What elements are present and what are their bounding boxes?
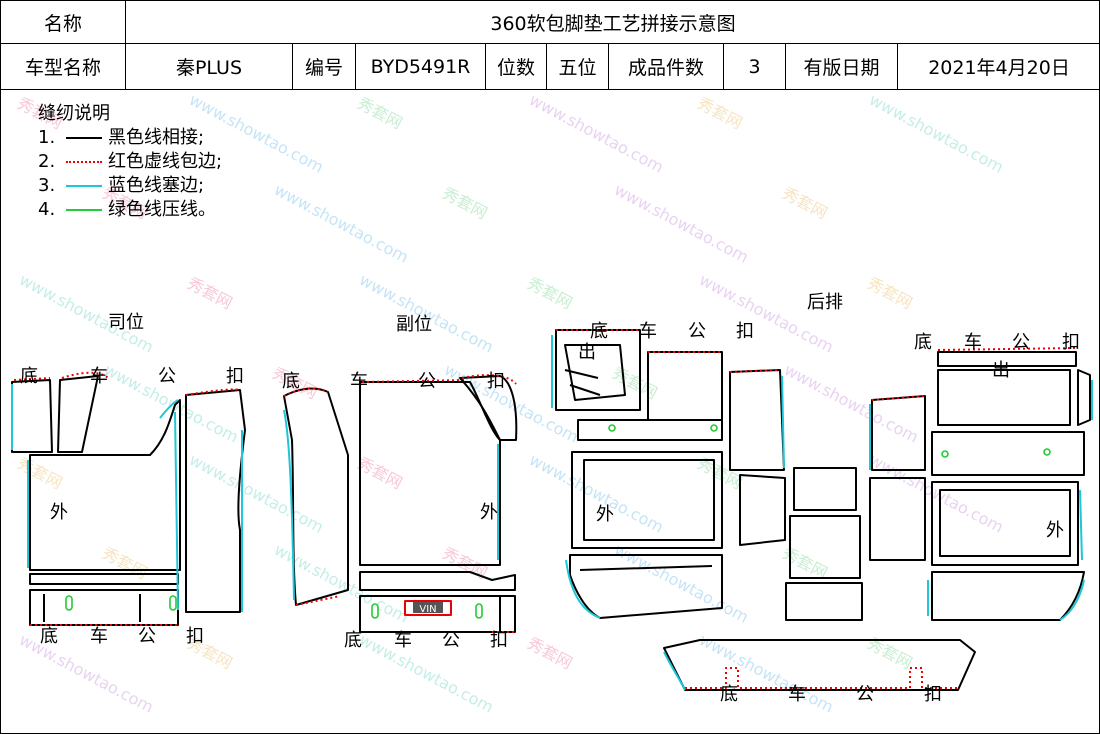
date-label: 有版日期 — [785, 43, 898, 90]
label-gong: 公 — [1012, 332, 1030, 353]
label-kou: 扣 — [186, 626, 204, 647]
legend-text: 绿色线压线。 — [108, 199, 216, 220]
pieces-value: 3 — [723, 43, 786, 90]
rear-right-mat-pieces — [927, 347, 1093, 621]
label-che: 车 — [90, 626, 108, 647]
sewing-legend: 缝纫说明 1. 黑色线相接; 2. 红色虚线包边; 3. 蓝色线塞边; 4. 绿色线压线… — [38, 102, 222, 222]
legend-item: 1. 黑色线相接; — [38, 126, 222, 150]
header-table: 名称 360软包脚垫工艺拼接示意图 车型名称 秦PLUS 编号 BYD5491R… — [0, 0, 1100, 90]
legend-text: 红色虚线包边; — [108, 151, 223, 172]
label-wai: 外 — [50, 502, 68, 523]
date-value: 2021年4月20日 — [896, 43, 1100, 90]
code-value: BYD5491R — [355, 43, 486, 90]
legend-num: 1. — [38, 127, 56, 148]
label-kou: 扣 — [490, 630, 508, 651]
label-di: 底 — [914, 332, 932, 353]
legend-item: 3. 蓝色线塞边; — [38, 174, 222, 198]
label-che: 车 — [639, 321, 657, 342]
label-di: 底 — [344, 630, 362, 651]
label-che: 车 — [350, 371, 368, 392]
label-kou: 扣 — [226, 366, 244, 387]
label-che: 车 — [964, 332, 982, 353]
label-wai: 外 — [480, 502, 498, 523]
seats-value: 五位 — [546, 43, 609, 90]
label-di: 底 — [590, 321, 608, 342]
green-line-swatch — [66, 209, 102, 211]
label-kou: 扣 — [1062, 332, 1080, 353]
label-kou: 扣 — [924, 684, 942, 705]
label-chu: 出 — [578, 342, 596, 363]
page-title: 360软包脚垫工艺拼接示意图 — [124, 0, 1100, 44]
label-di: 底 — [40, 626, 58, 647]
rear-section-title: 后排 — [807, 292, 843, 313]
pieces-label: 成品件数 — [608, 43, 724, 90]
rear-bottom-strip — [663, 639, 976, 691]
label-gong: 公 — [158, 366, 176, 387]
label-gong: 公 — [688, 321, 706, 342]
code-label: 编号 — [292, 43, 356, 90]
legend-num: 4. — [38, 199, 56, 220]
legend-title: 缝纫说明 — [38, 103, 110, 124]
label-gong: 公 — [418, 371, 436, 392]
label-di: 底 — [282, 371, 300, 392]
legend-num: 3. — [38, 175, 56, 196]
driver-section-title: 司位 — [108, 312, 144, 333]
model-value: 秦PLUS — [125, 43, 293, 90]
label-gong: 公 — [442, 630, 460, 651]
legend-item: 4. 绿色线压线。 — [38, 198, 222, 222]
legend-text: 黑色线相接; — [108, 127, 205, 148]
label-di: 底 — [720, 684, 738, 705]
label-chu: 出 — [992, 360, 1010, 381]
driver-mat-pieces — [11, 371, 246, 626]
label-kou: 扣 — [736, 321, 754, 342]
label-gong: 公 — [138, 626, 156, 647]
label-wai: 外 — [596, 504, 614, 525]
vin-label: VIN — [419, 604, 436, 615]
black-line-swatch — [66, 137, 102, 139]
rear-left-mat-pieces — [551, 329, 786, 619]
label-wai: 外 — [1046, 520, 1064, 541]
passenger-section-title: 副位 — [396, 314, 432, 335]
label-che: 车 — [394, 630, 412, 651]
label-kou: 扣 — [487, 371, 505, 392]
legend-text: 蓝色线塞边; — [108, 175, 205, 196]
label-di: 底 — [20, 366, 38, 387]
rear-middle-mat-pieces — [785, 395, 926, 621]
legend-item: 2. 红色虚线包边; — [38, 150, 222, 174]
red-dotted-line-swatch — [66, 161, 102, 163]
label-che: 车 — [788, 684, 806, 705]
label-gong: 公 — [856, 684, 874, 705]
legend-num: 2. — [38, 151, 56, 172]
cyan-line-swatch — [66, 185, 102, 187]
label-che: 车 — [90, 366, 108, 387]
passenger-mat-pieces: VIN — [283, 374, 518, 633]
